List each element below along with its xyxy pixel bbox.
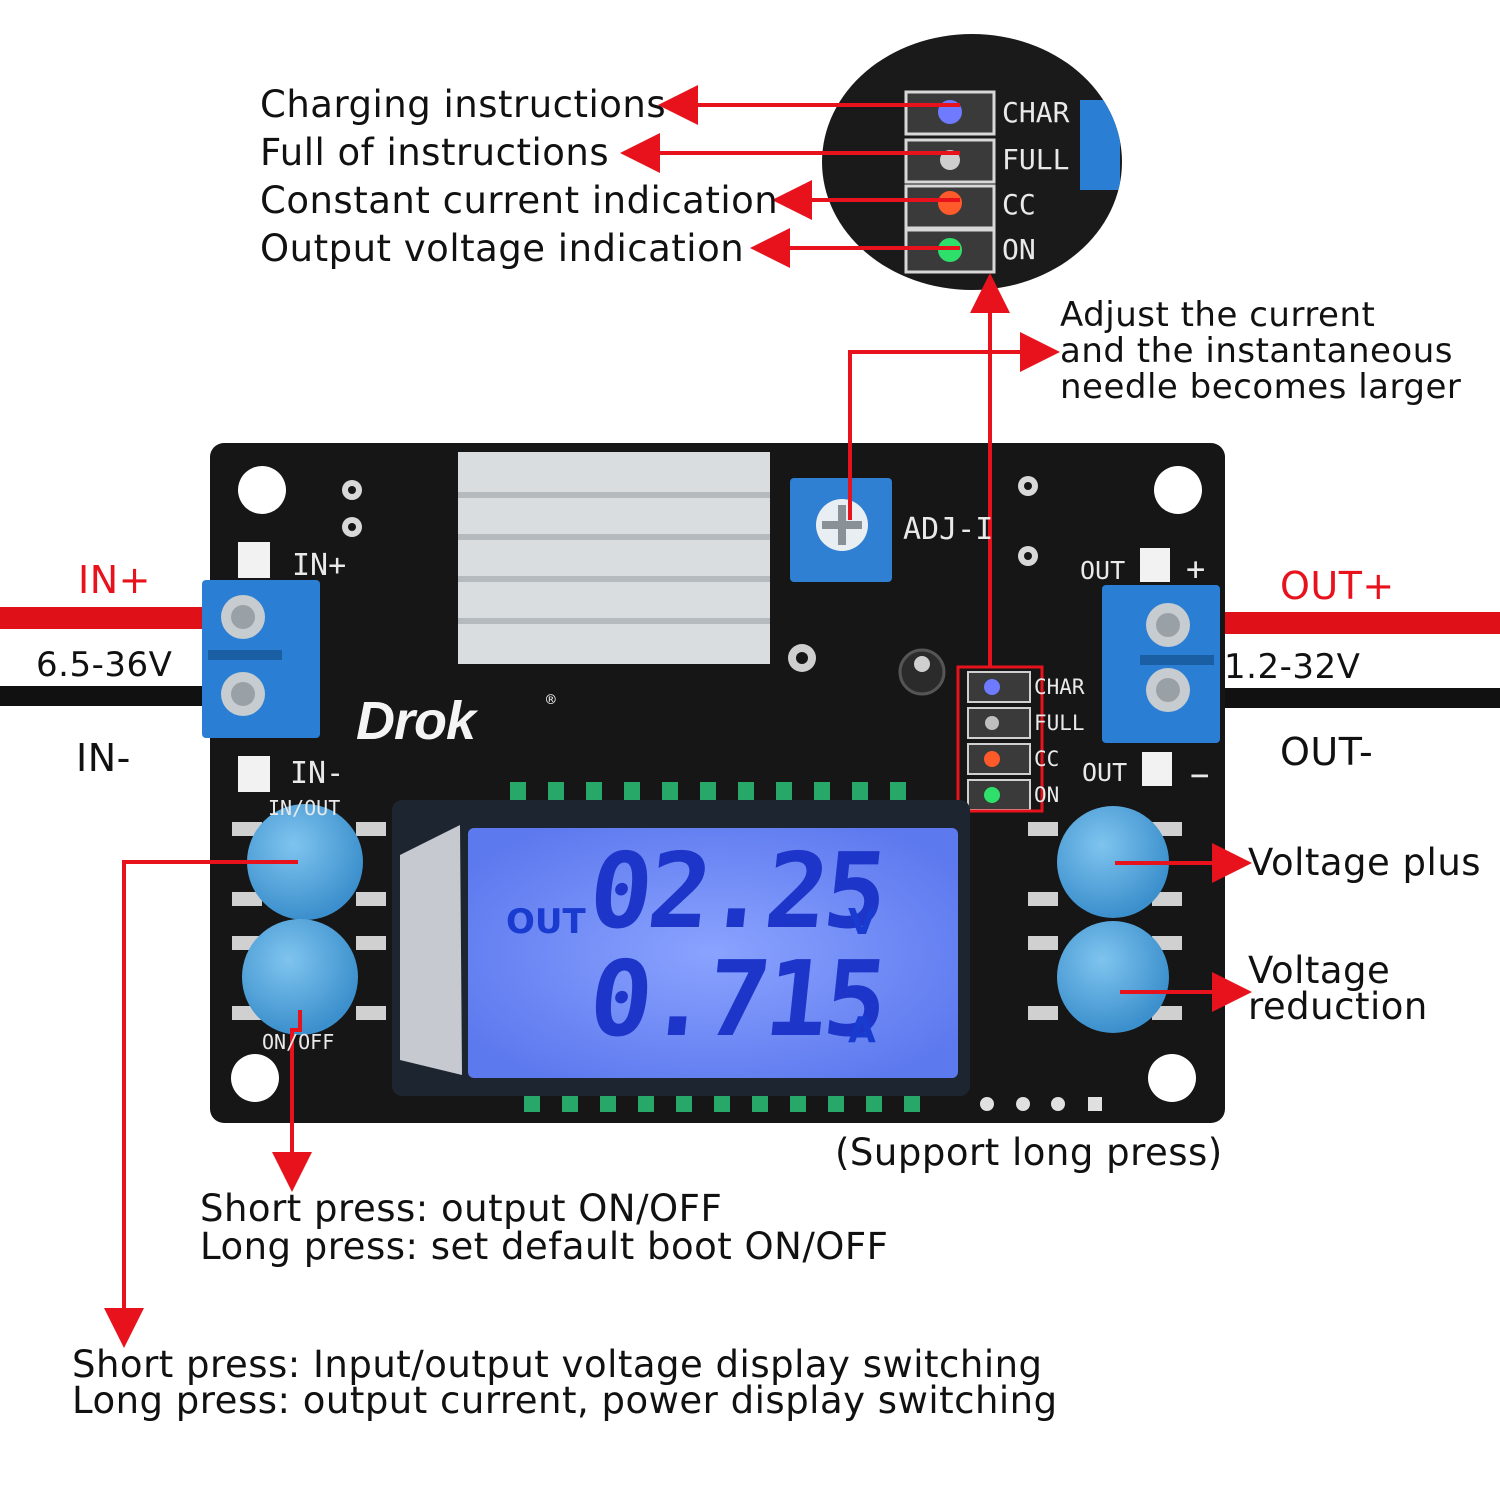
adjust-note-line-1: Adjust the current: [1060, 295, 1376, 335]
adjust-note-line-3: needle becomes larger: [1060, 367, 1462, 407]
brand-logo: Drok: [356, 691, 476, 751]
label-charging: Charging instructions: [260, 83, 667, 126]
pcb-out-bottom: OUT: [1082, 758, 1128, 787]
voltage-minus-button[interactable]: [1057, 921, 1169, 1033]
label-full: Full of instructions: [260, 131, 610, 174]
pcb-in-out: IN/OUT: [268, 796, 341, 820]
in-out-button[interactable]: [247, 804, 363, 920]
led-cc: [984, 751, 1000, 767]
callout-arrows: [104, 85, 1252, 1348]
in-out-note-line-1: Short press: Input/output voltage displa…: [72, 1343, 1043, 1386]
lcd-display: [392, 800, 970, 1096]
input-minus-label: IN-: [76, 736, 131, 780]
pcb-in-plus: IN+: [292, 548, 347, 583]
label-support-long-press: (Support long press): [835, 1131, 1223, 1174]
output-terminal: [1102, 548, 1220, 786]
arrow-in-out: [104, 860, 298, 1348]
led-on: [984, 787, 1000, 803]
heatsink: [458, 452, 770, 664]
output-plus-label: OUT+: [1280, 564, 1395, 608]
pcb-tag-full: FULL: [1034, 711, 1085, 735]
arrow-on-off: [272, 1010, 312, 1192]
lcd-voltage: 02.25: [583, 830, 890, 952]
zoom-tag-full: FULL: [1002, 143, 1070, 176]
zoom-tag-char: CHAR: [1002, 96, 1070, 129]
adjust-note-line-2: and the instantaneous: [1060, 331, 1453, 371]
zoom-led-cc: [938, 191, 962, 215]
label-constant-current: Constant current indication: [260, 179, 779, 222]
input-plus-label: IN+: [78, 558, 151, 602]
label-output-voltage: Output voltage indication: [260, 227, 745, 270]
lcd-voltage-unit: V: [848, 902, 876, 943]
pcb-tag-on: ON: [1034, 783, 1060, 807]
pcb-in-minus: IN-: [290, 756, 345, 791]
pcb-out-minus-sign: −: [1190, 756, 1210, 794]
in-out-note-line-2: Long press: output current, power displa…: [72, 1379, 1058, 1422]
lcd-current-unit: A: [848, 1010, 876, 1051]
output-minus-label: OUT-: [1280, 730, 1374, 774]
pcb-tag-char: CHAR: [1034, 675, 1085, 699]
arrow-adjust: [848, 332, 1060, 520]
label-voltage-plus: Voltage plus: [1248, 841, 1482, 884]
input-wires: [0, 607, 210, 706]
lcd-current: 0.715: [583, 938, 890, 1060]
lcd-mode: OUT: [506, 902, 586, 942]
zoom-tag-on: ON: [1002, 233, 1036, 266]
led-zoom-inset: [822, 34, 1122, 290]
led-char: [984, 679, 1000, 695]
on-off-note-line-2: Long press: set default boot ON/OFF: [200, 1225, 889, 1268]
pcb-adj-i: ADJ-I: [903, 512, 994, 547]
pcb-tag-cc: CC: [1034, 747, 1060, 771]
output-range-label: 1.2-32V: [1224, 647, 1361, 687]
input-terminal: [202, 542, 320, 792]
zoom-tag-cc: CC: [1002, 188, 1036, 221]
pcb-out-plus-sign: +: [1186, 550, 1206, 588]
label-voltage-reduction-1: Voltage: [1248, 949, 1391, 992]
label-voltage-reduction-2: reduction: [1248, 985, 1428, 1028]
potentiometer[interactable]: [790, 478, 892, 582]
brand-registered: ®: [546, 690, 556, 709]
output-wires: [1218, 612, 1500, 708]
pcb-out-top: OUT: [1080, 556, 1126, 585]
on-off-note-line-1: Short press: output ON/OFF: [200, 1187, 723, 1230]
pcb-on-off: ON/OFF: [262, 1030, 335, 1054]
voltage-plus-button[interactable]: [1057, 806, 1169, 918]
led-highlight-box: [956, 665, 1044, 813]
input-range-label: 6.5-36V: [36, 645, 173, 685]
led-strip: [956, 665, 1044, 813]
on-off-button[interactable]: [242, 919, 358, 1035]
led-full: [985, 716, 999, 730]
